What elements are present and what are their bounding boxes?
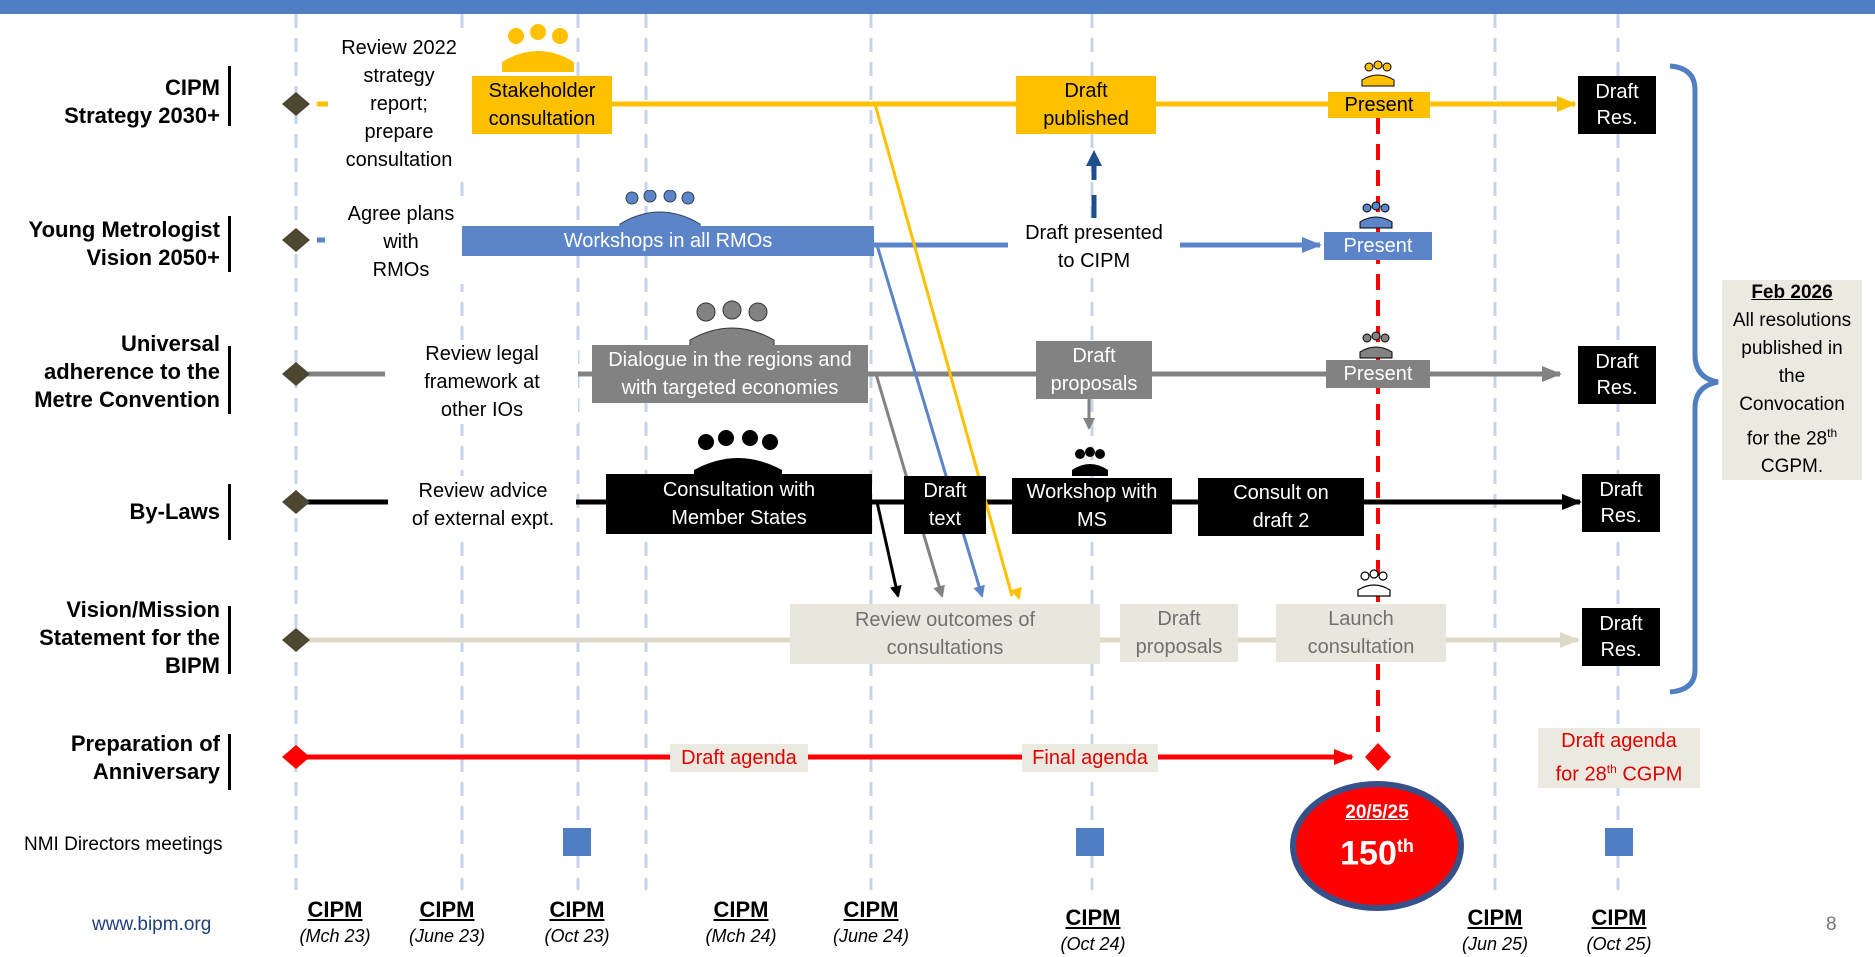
cipm-meeting: CIPM(Oct 25): [1586, 905, 1652, 954]
cipm-meeting: CIPM(June 24): [832, 897, 910, 946]
page-number: 8: [1826, 914, 1837, 935]
row-separator: [228, 66, 231, 126]
cipm-meeting: CIPM(Mch 24): [705, 897, 777, 946]
cipm-meeting: CIPM(June 23): [408, 897, 486, 946]
row-separator: [228, 346, 231, 414]
strategy-diagonal: [873, 103, 1022, 601]
draft-agenda-label: Draft agenda: [670, 744, 808, 772]
final-agenda-label: Final agenda: [1022, 744, 1158, 772]
row-separator: [228, 216, 231, 272]
meeting-people-icon: [616, 189, 704, 235]
row-separator: [228, 484, 231, 540]
row-separator: [228, 734, 231, 790]
nmi-meeting-marker: [1076, 828, 1104, 856]
meeting-people-icon: [686, 300, 778, 353]
cipm-meeting: CIPM(Mch 23): [299, 897, 371, 946]
strategy-present-box: Present: [1328, 92, 1430, 118]
start-diamonds: [282, 92, 1391, 771]
nmi-meeting-marker: [1605, 828, 1633, 856]
cipm-meeting: CIPM(Jun 25): [1461, 905, 1529, 954]
row-separator: [228, 606, 231, 674]
meeting-people-icon: [1070, 446, 1110, 481]
resolutions-brace: [1669, 63, 1719, 695]
meeting-people-icon: [1360, 60, 1396, 93]
workshops-rmos-box: Workshops in all RMOs: [462, 226, 874, 256]
cgpm-agenda-box: Draft agenda for 28th CGPM: [1538, 728, 1700, 788]
young-diagonal: [875, 244, 985, 598]
meeting-people-icon: [690, 428, 786, 481]
row-label-bylaws: By-Laws: [129, 499, 220, 524]
nmi-label: NMI Directors meetings: [24, 834, 223, 855]
bylaws-diagonal: [875, 501, 902, 598]
metre-present-box: Present: [1326, 360, 1430, 388]
footer-url[interactable]: www.bipm.org: [92, 914, 212, 935]
cipm-meeting: CIPM(Oct 24): [1060, 905, 1126, 954]
meeting-people-icon: [1356, 568, 1392, 603]
meeting-people-icon: [1358, 200, 1394, 235]
nmi-meeting-marker: [563, 828, 591, 856]
young-present-box: Present: [1324, 232, 1432, 260]
meeting-people-icon: [1358, 330, 1394, 365]
anniversary-oval: [1290, 781, 1464, 911]
feb-2026-box: Feb 2026 All resolutions published in th…: [1722, 280, 1862, 480]
anniversary-oval-text: 20/5/25 150th: [1340, 802, 1414, 873]
cipm-meeting: CIPM(Oct 23): [544, 897, 610, 946]
top-accent-bar: [0, 0, 1875, 14]
meeting-people-icon: [498, 22, 578, 83]
